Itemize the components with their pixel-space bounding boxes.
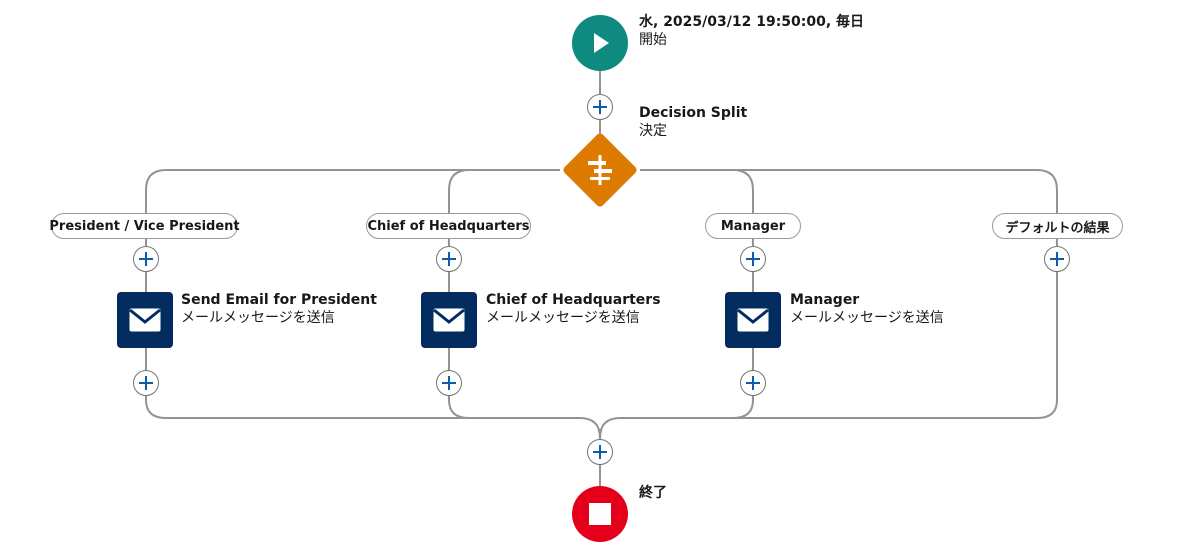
add-element-button[interactable] bbox=[1044, 246, 1070, 272]
start-title: 水, 2025/03/12 19:50:00, 毎日 bbox=[639, 14, 865, 30]
plus-icon bbox=[746, 252, 760, 266]
action-label: Manager メールメッセージを送信 bbox=[790, 291, 944, 327]
start-node[interactable] bbox=[572, 15, 628, 71]
branch-label-default[interactable]: デフォルトの結果 bbox=[992, 213, 1123, 239]
plus-icon bbox=[442, 376, 456, 390]
email-icon bbox=[737, 308, 769, 332]
end-label: 終了 bbox=[639, 484, 667, 502]
branch-label-chief[interactable]: Chief of Headquarters bbox=[366, 213, 531, 239]
email-action-node[interactable] bbox=[421, 292, 477, 348]
end-title: 終了 bbox=[639, 485, 667, 501]
branch-label-president[interactable]: President / Vice President bbox=[49, 213, 240, 239]
decision-title: Decision Split bbox=[639, 105, 748, 121]
add-element-button[interactable] bbox=[587, 439, 613, 465]
add-element-button[interactable] bbox=[740, 246, 766, 272]
email-action-node[interactable] bbox=[117, 292, 173, 348]
stop-icon bbox=[589, 503, 611, 525]
action-subtitle: メールメッセージを送信 bbox=[790, 310, 944, 326]
end-node[interactable] bbox=[572, 486, 628, 542]
action-subtitle: メールメッセージを送信 bbox=[486, 310, 640, 326]
email-icon bbox=[129, 308, 161, 332]
plus-icon bbox=[139, 252, 153, 266]
plus-icon bbox=[593, 100, 607, 114]
email-action-node[interactable] bbox=[725, 292, 781, 348]
action-subtitle: メールメッセージを送信 bbox=[181, 310, 335, 326]
add-element-button[interactable] bbox=[587, 94, 613, 120]
add-element-button[interactable] bbox=[436, 370, 462, 396]
start-label: 水, 2025/03/12 19:50:00, 毎日 開始 bbox=[639, 13, 864, 49]
plus-icon bbox=[1050, 252, 1064, 266]
add-element-button[interactable] bbox=[436, 246, 462, 272]
action-label: Send Email for President メールメッセージを送信 bbox=[181, 291, 377, 327]
action-title: Chief of Headquarters bbox=[486, 292, 661, 308]
branch-label-manager[interactable]: Manager bbox=[705, 213, 801, 239]
plus-icon bbox=[746, 376, 760, 390]
plus-icon bbox=[139, 376, 153, 390]
start-subtitle: 開始 bbox=[639, 32, 667, 48]
decision-subtitle: 決定 bbox=[639, 123, 667, 139]
action-title: Manager bbox=[790, 292, 860, 308]
plus-icon bbox=[593, 445, 607, 459]
email-icon bbox=[433, 308, 465, 332]
decision-label: Decision Split 決定 bbox=[639, 104, 747, 140]
action-label: Chief of Headquarters メールメッセージを送信 bbox=[486, 291, 661, 327]
add-element-button[interactable] bbox=[133, 246, 159, 272]
play-icon bbox=[594, 33, 609, 53]
add-element-button[interactable] bbox=[133, 370, 159, 396]
plus-icon bbox=[442, 252, 456, 266]
action-title: Send Email for President bbox=[181, 292, 377, 308]
add-element-button[interactable] bbox=[740, 370, 766, 396]
